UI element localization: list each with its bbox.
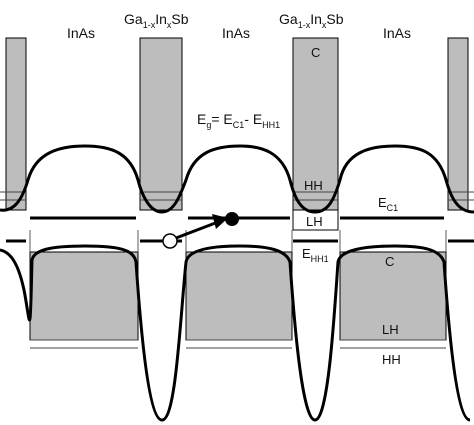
label-gainsb-left: Ga1-xInxSb	[124, 11, 189, 30]
label-hh-lower: HH	[382, 352, 401, 367]
label-eg-equation: Eg= EC1- EHH1	[197, 111, 280, 130]
label-inas-middle: InAs	[222, 25, 250, 41]
lower-subband-lines	[30, 339, 446, 349]
label-lh-lower: LH	[382, 322, 399, 337]
label-ehh1: EHH1	[302, 246, 329, 264]
electron-dot	[225, 212, 239, 226]
label-c-lower: C	[385, 254, 394, 269]
valence-region-center	[185, 251, 293, 341]
label-gainsb-right: Ga1-xInxSb	[279, 11, 344, 30]
barrier-conduction-left	[5, 37, 27, 211]
hole-circle	[162, 233, 178, 249]
guide-lines	[29, 230, 447, 252]
barrier-conduction-edge	[447, 37, 469, 211]
label-c-top: C	[311, 45, 320, 60]
label-ec1: EC1	[378, 195, 398, 213]
transition-arrow	[175, 220, 219, 240]
upper-subband-lines	[0, 191, 474, 201]
valence-region-left	[29, 251, 139, 341]
lh-box-upper	[292, 209, 339, 231]
barrier-conduction-right	[292, 37, 339, 211]
conduction-barriers	[5, 37, 469, 211]
barrier-conduction-center	[139, 37, 183, 211]
label-lh-upper: LH	[306, 214, 323, 229]
label-inas-right: InAs	[383, 25, 411, 41]
labels: InAs InAs InAs Ga1-xInxSb Ga1-xInxSb Eg=…	[67, 11, 411, 367]
conduction-band-edge	[0, 144, 474, 214]
label-hh-upper: HH	[304, 178, 323, 193]
valence-band-edge	[0, 244, 471, 422]
transition-group	[162, 212, 239, 249]
label-inas-left: InAs	[67, 25, 95, 41]
arrow-head	[212, 214, 228, 229]
